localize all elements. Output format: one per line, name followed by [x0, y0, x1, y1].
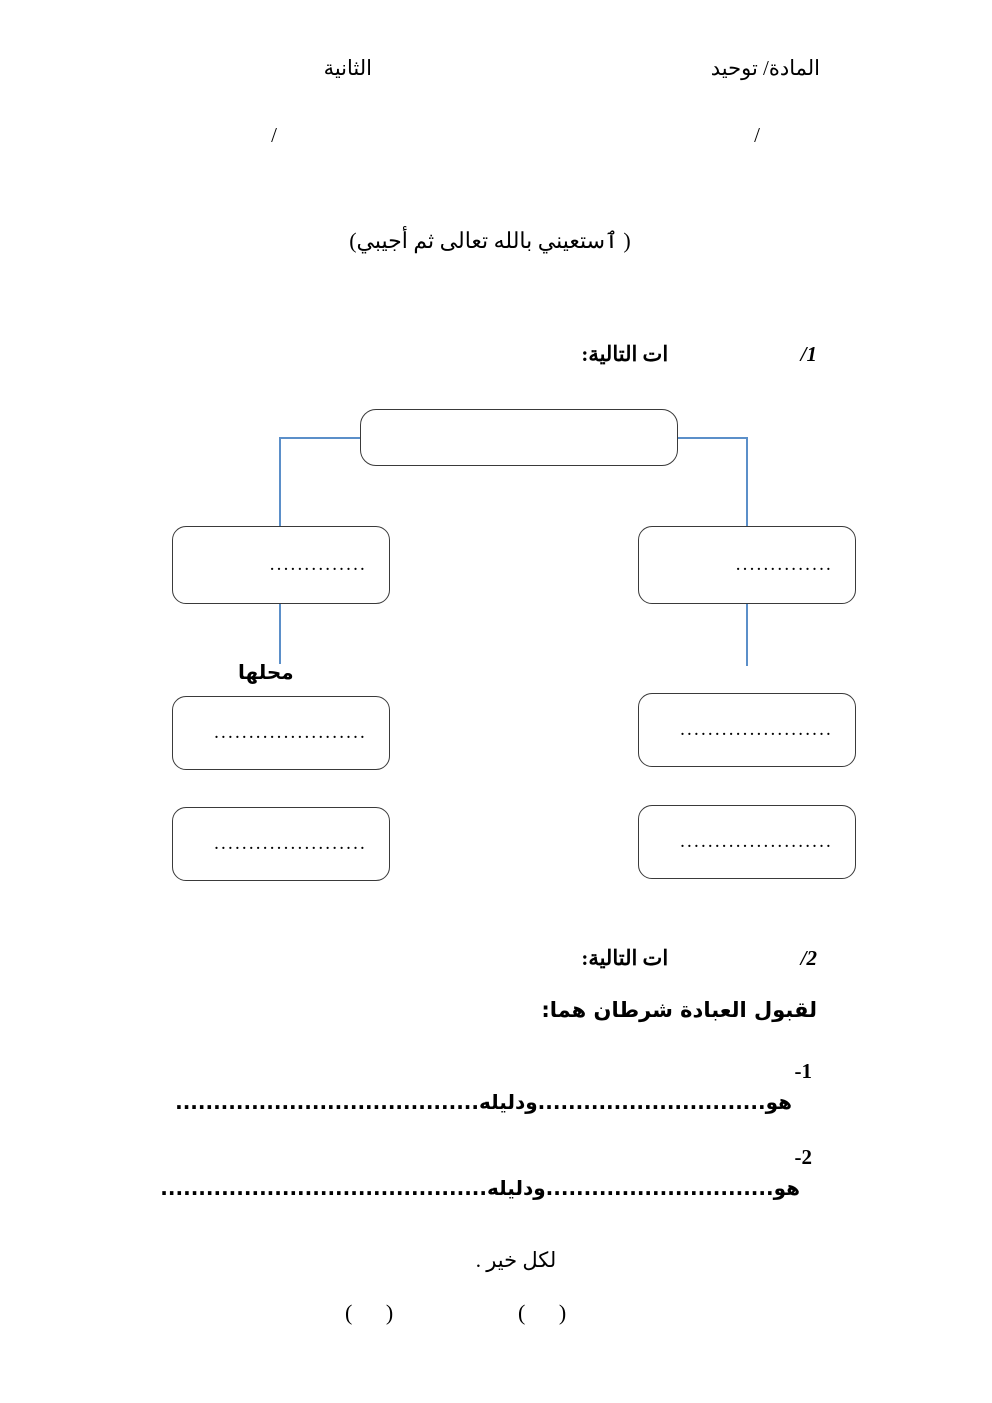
header-class: الثانية [323, 56, 372, 80]
diagram-node-mid-right[interactable]: .............. [638, 526, 856, 604]
connector-right-vertical [746, 437, 748, 529]
answer-1-number: -1 [794, 1059, 813, 1083]
diagram-node-leaf-right-1[interactable]: ...................... [638, 693, 856, 767]
answer-2-line[interactable]: هو..............................ودليله..… [160, 1176, 800, 1200]
question-2-number: /2 [800, 946, 817, 970]
question-1-text: ات التالية: [581, 342, 669, 366]
diagram-node-mid-left-text: .............. [269, 554, 367, 575]
footer-paren-right[interactable]: ( ) [518, 1300, 581, 1325]
header-slash-left: / [271, 123, 277, 147]
question-2-subtitle: لقبول العبادة شرطان هما: [541, 998, 817, 1022]
footer-paren-left[interactable]: ( ) [345, 1300, 408, 1325]
connector-left-vertical [279, 437, 281, 529]
diagram-side-label: محلها [238, 660, 294, 684]
instruction-line: ( ٱستعيني بالله تعالى ثم أجيبي) [349, 228, 631, 253]
diagram-node-leaf-right-2[interactable]: ...................... [638, 805, 856, 879]
diagram-node-leaf-right-1-text: ...................... [680, 719, 833, 740]
diagram-node-leaf-left-1[interactable]: ...................... [172, 696, 390, 770]
connector-left-horizontal [279, 437, 361, 439]
footer-parentheses-row: ( ) ( ) [0, 1300, 992, 1340]
diagram-node-leaf-left-2[interactable]: ...................... [172, 807, 390, 881]
concept-diagram: .............. .............. محلها ....… [0, 395, 992, 895]
connector-left-vertical-lower [279, 604, 281, 664]
answer-1-line[interactable]: هو..............................ودليله..… [175, 1090, 792, 1114]
header-subject: المادة/ توحيد [710, 56, 820, 80]
footer-text: لكل خير . [475, 1248, 557, 1272]
header-slash-right: / [754, 123, 760, 147]
connector-right-horizontal [678, 437, 748, 439]
diagram-node-mid-left[interactable]: .............. [172, 526, 390, 604]
diagram-node-leaf-left-2-text: ...................... [214, 833, 367, 854]
answer-2-number: -2 [794, 1145, 813, 1169]
diagram-node-leaf-left-1-text: ...................... [214, 722, 367, 743]
diagram-node-mid-right-text: .............. [735, 554, 833, 575]
question-1-number: /1 [800, 342, 817, 366]
connector-right-vertical-lower [746, 604, 748, 666]
question-2-text: ات التالية: [581, 946, 669, 970]
question-1-heading: /1 ات التالية: [581, 342, 817, 367]
diagram-node-root[interactable] [360, 409, 678, 466]
question-2-heading: /2 ات التالية: [581, 946, 817, 971]
diagram-node-leaf-right-2-text: ...................... [680, 831, 833, 852]
